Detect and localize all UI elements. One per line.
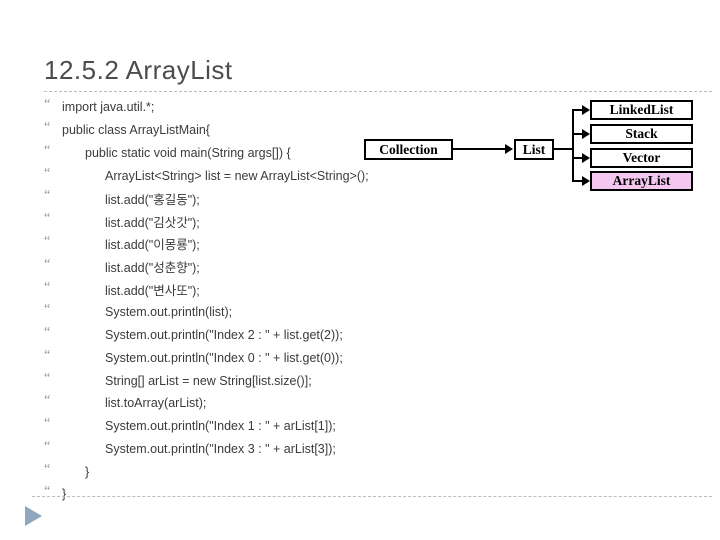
linkedlist-class-box: LinkedList bbox=[590, 100, 693, 120]
code-line: “ list.add("홍길동"); bbox=[44, 187, 604, 210]
connector-line bbox=[452, 148, 506, 150]
code-text: } bbox=[62, 487, 67, 502]
arrowhead-icon bbox=[582, 153, 590, 163]
bullet-quote-icon: “ bbox=[44, 279, 51, 295]
code-line: “ public static void main(String args[]) … bbox=[44, 142, 604, 165]
collection-class-box: Collection bbox=[364, 139, 453, 160]
code-text: ArrayList<String> list = new ArrayList<S… bbox=[105, 168, 369, 183]
slide-footer-play-arrow-icon bbox=[25, 506, 42, 526]
code-text: System.out.println(list); bbox=[105, 305, 233, 320]
code-text: System.out.println("Index 0 : " + list.g… bbox=[105, 350, 343, 365]
arrowhead-icon bbox=[582, 129, 590, 139]
connector-line bbox=[572, 157, 582, 159]
code-line: “} bbox=[44, 483, 604, 506]
bottom-divider bbox=[32, 496, 712, 497]
code-text: } bbox=[85, 464, 90, 479]
code-text: System.out.println("Index 2 : " + list.g… bbox=[105, 328, 343, 343]
code-line: “ System.out.println("Index 3 : " + arLis… bbox=[44, 437, 604, 460]
code-line: “ list.add("성춘향"); bbox=[44, 255, 604, 278]
code-line: “ import java.util.*; bbox=[44, 96, 604, 119]
code-text: list.add("홍길동"); bbox=[105, 192, 200, 207]
code-line: “ list.add("김삿갓"); bbox=[44, 210, 604, 233]
list-class-box: List bbox=[514, 139, 554, 160]
code-text: System.out.println("Index 3 : " + arList… bbox=[105, 441, 336, 456]
stack-class-box: Stack bbox=[590, 124, 693, 144]
code-text: public static void main(String args[]) { bbox=[85, 145, 291, 160]
code-line: “ System.out.println(list); bbox=[44, 301, 604, 324]
vector-class-box: Vector bbox=[590, 148, 693, 168]
bullet-quote-icon: “ bbox=[44, 188, 51, 204]
bullet-quote-icon: “ bbox=[44, 211, 51, 227]
code-text: list.add("변사또"); bbox=[105, 284, 200, 298]
code-text: import java.util.*; bbox=[62, 100, 155, 115]
code-text: list.add("이몽룡"); bbox=[105, 238, 200, 253]
connector-line bbox=[554, 148, 574, 150]
bullet-quote-icon: “ bbox=[44, 416, 51, 432]
bullet-quote-icon: “ bbox=[44, 438, 51, 454]
bullet-quote-icon: “ bbox=[44, 97, 51, 113]
arraylist-class-box: ArrayList bbox=[590, 171, 693, 191]
bullet-quote-icon: “ bbox=[44, 325, 51, 341]
code-line: “ System.out.println("Index 1 : " + arLis… bbox=[44, 415, 604, 438]
code-text: list.add("김삿갓"); bbox=[105, 215, 200, 230]
bullet-quote-icon: “ bbox=[44, 484, 51, 500]
code-line: “ System.out.println("Index 0 : " + list.… bbox=[44, 346, 604, 369]
arrowhead-icon bbox=[505, 144, 513, 154]
code-line: “ System.out.println("Index 2 : " + list.… bbox=[44, 324, 604, 347]
code-line: “ list.add("이몽룡"); bbox=[44, 233, 604, 256]
arrowhead-icon bbox=[582, 105, 590, 115]
bullet-quote-icon: “ bbox=[44, 370, 51, 386]
code-text: String[] arList = new String[list.size()… bbox=[105, 373, 312, 388]
bullet-quote-icon: “ bbox=[44, 120, 51, 136]
bullet-quote-icon: “ bbox=[44, 302, 51, 318]
bullet-quote-icon: “ bbox=[44, 165, 51, 181]
connector-line bbox=[572, 133, 582, 135]
title-divider bbox=[44, 91, 712, 92]
code-line: “ ArrayList<String> list = new ArrayList<… bbox=[44, 164, 604, 187]
code-text: list.toArray(arList); bbox=[105, 396, 207, 411]
code-list: “ import java.util.*; “ public class ArrayL… bbox=[44, 96, 604, 506]
bullet-quote-icon: “ bbox=[44, 347, 51, 363]
bullet-quote-icon: “ bbox=[44, 142, 51, 158]
page-title: 12.5.2 ArrayList bbox=[44, 55, 233, 85]
connector-line bbox=[572, 109, 582, 111]
code-text: public class ArrayListMain{ bbox=[62, 123, 210, 138]
connector-line bbox=[572, 180, 582, 182]
arrowhead-icon bbox=[582, 176, 590, 186]
bullet-quote-icon: “ bbox=[44, 461, 51, 477]
code-line: “ public class ArrayListMain{ bbox=[44, 119, 604, 142]
bullet-quote-icon: “ bbox=[44, 233, 51, 249]
connector-line bbox=[572, 109, 574, 182]
code-text: System.out.println("Index 1 : " + arList… bbox=[105, 419, 336, 434]
code-line: “ list.toArray(arList); bbox=[44, 392, 604, 415]
bullet-quote-icon: “ bbox=[44, 256, 51, 272]
code-text: list.add("성춘향"); bbox=[105, 261, 200, 276]
code-line: “ list.add("변사또"); bbox=[44, 278, 604, 301]
code-line: “} bbox=[44, 460, 604, 483]
code-line: “ String[] arList = new String[list.size(… bbox=[44, 369, 604, 392]
bullet-quote-icon: “ bbox=[44, 393, 51, 409]
